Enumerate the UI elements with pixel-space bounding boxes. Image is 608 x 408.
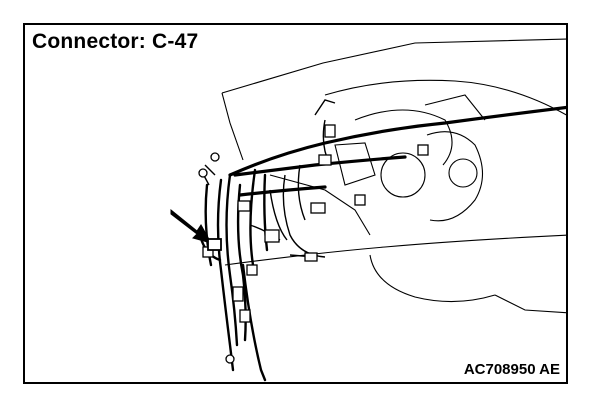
- target-connector-c-47: [207, 238, 222, 251]
- connector-blocks: [198, 124, 429, 364]
- main-harness: [228, 105, 566, 197]
- figure-code: AC708950 AE: [463, 361, 560, 378]
- dashboard-outline: [221, 38, 566, 314]
- gauge-cluster: [354, 109, 484, 222]
- arrow-pointer-icon: [170, 208, 213, 244]
- wiring-harness-illustration: [170, 38, 566, 382]
- diagram-frame: Connector: C-47 AC708950 AE: [23, 23, 568, 384]
- connector-title: Connector: C-47: [32, 30, 199, 53]
